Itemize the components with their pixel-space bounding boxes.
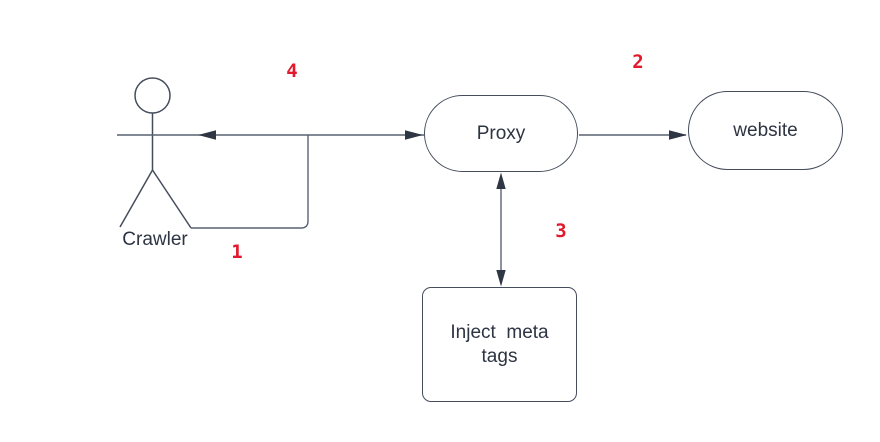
line-crawler-request-elbow — [191, 135, 309, 229]
step-2-label: 2 — [632, 51, 644, 73]
actor-limbs — [119, 113, 192, 229]
node-inject-meta-tags: Inject meta tags — [422, 287, 577, 402]
step-1-label: 1 — [231, 241, 243, 263]
crawler-label: Crawler — [122, 229, 188, 250]
node-website: website — [688, 91, 843, 170]
inject-label-line-2: tags — [481, 345, 518, 367]
inject-label-line-1: Inject meta — [450, 321, 549, 343]
step-3-label: 3 — [555, 220, 567, 242]
arrowhead-into-proxy — [405, 130, 423, 140]
arrowhead-into-website — [669, 130, 687, 140]
actor-crawler-figure — [119, 77, 192, 229]
arrowhead-up-to-proxy — [496, 172, 506, 189]
proxy-label: Proxy — [476, 122, 526, 144]
arrowhead-left-to-crawler — [198, 130, 216, 140]
step-4-label: 4 — [286, 60, 298, 82]
website-label: website — [733, 119, 798, 141]
node-proxy: Proxy — [424, 95, 578, 172]
actor-head — [134, 77, 171, 114]
arrowhead-down-to-inject — [496, 270, 506, 287]
